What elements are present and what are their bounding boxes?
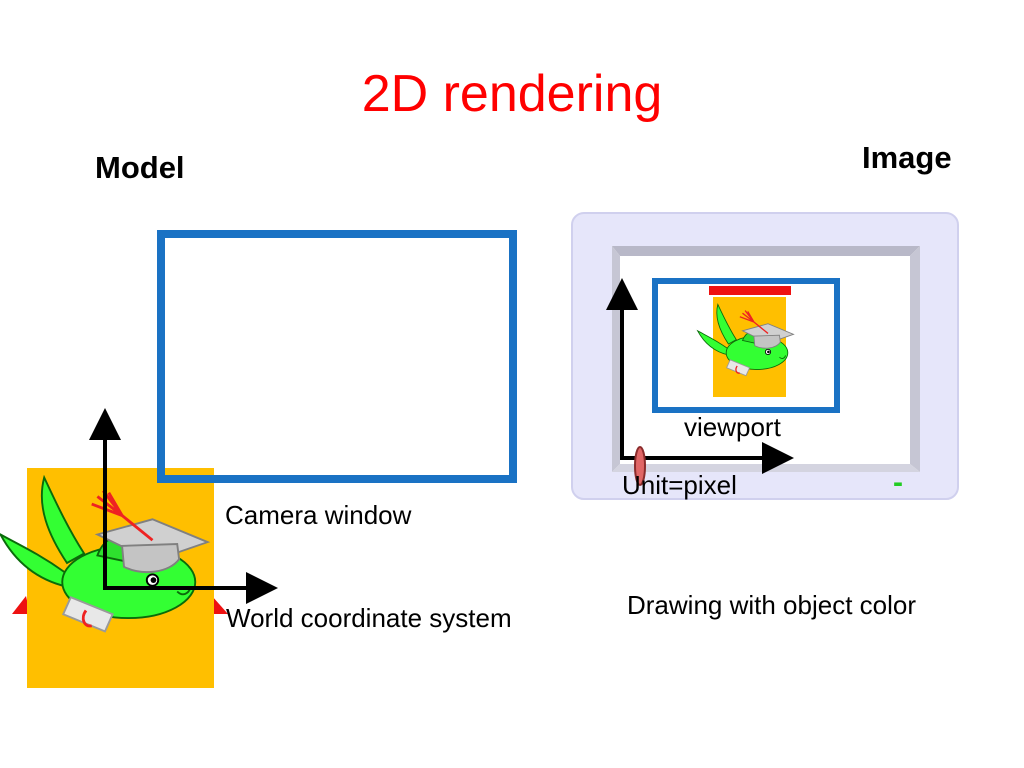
viewport-label: viewport [684,412,781,442]
red-triangle-left [12,596,30,614]
camera-window-frame [157,230,517,483]
red-triangle-right [212,596,228,614]
model-heading: Model [95,150,185,185]
camera-window-label: Camera window [225,500,412,530]
status-indicator: - [893,466,903,499]
pixel-marker [634,446,646,486]
rendered-red-bar [709,286,791,295]
image-heading: Image [862,140,952,175]
unit-label: Unit=pixel [622,470,737,500]
world-coordinate-label: World coordinate system [226,603,512,633]
slide-title: 2D rendering [361,65,663,123]
drawing-label: Drawing with object color [627,590,917,620]
viewport-frame [652,278,840,413]
